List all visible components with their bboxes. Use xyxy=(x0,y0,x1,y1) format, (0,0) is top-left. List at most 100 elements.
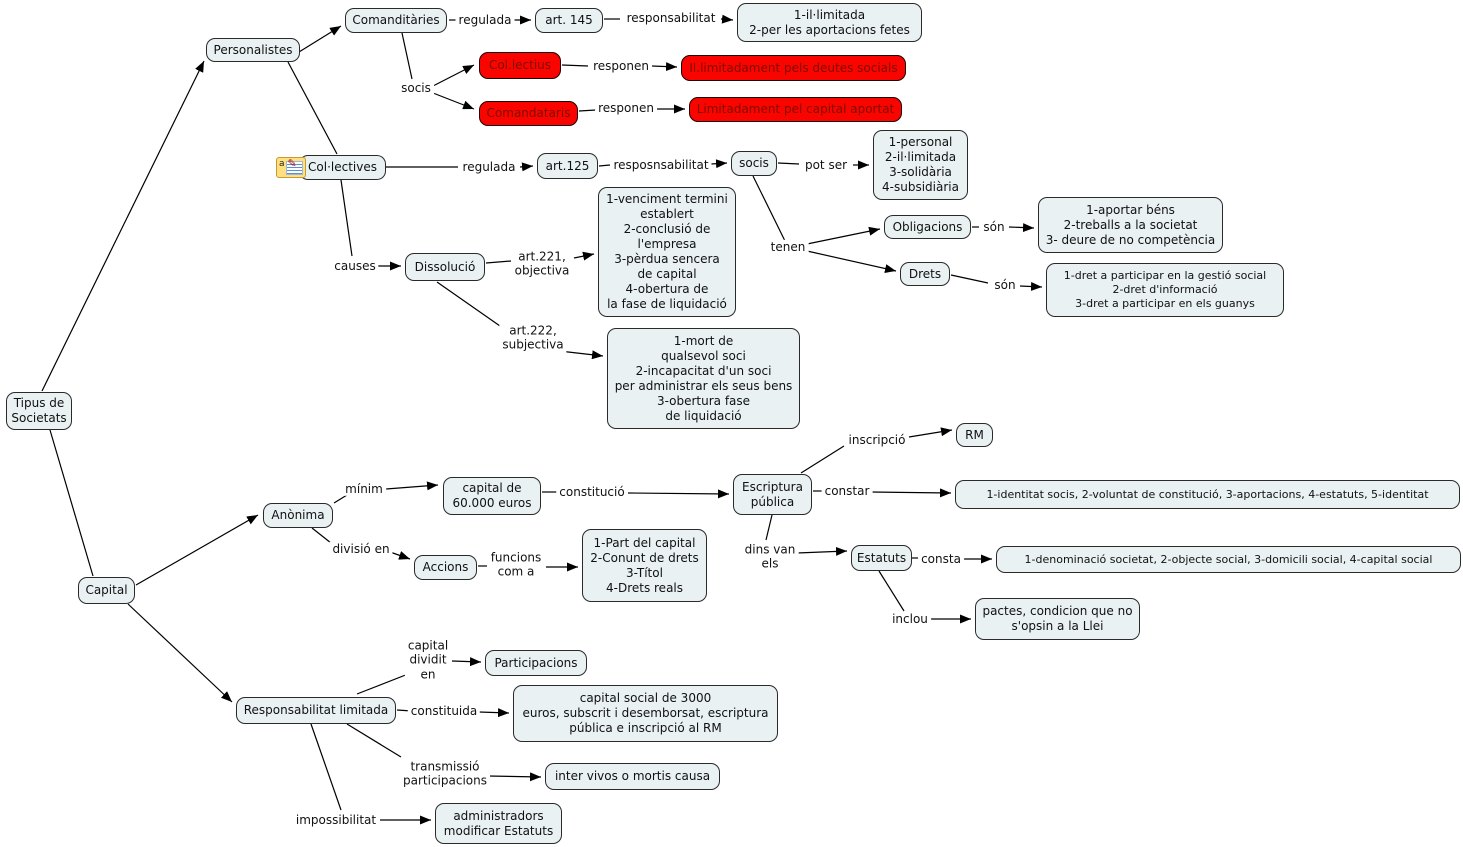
edge-line xyxy=(432,92,475,110)
edge-line xyxy=(298,25,342,53)
link-label-causes[interactable]: causes xyxy=(331,258,379,274)
node-comandataris[interactable]: Comandataris xyxy=(479,101,578,126)
edge-line xyxy=(346,723,402,758)
node-rm[interactable]: RM xyxy=(956,423,993,447)
node-anonima[interactable]: Anònima xyxy=(263,503,333,528)
link-label-responen-1[interactable]: responen xyxy=(590,58,652,74)
edge-line xyxy=(578,109,597,112)
link-label-tenen[interactable]: tenen xyxy=(767,239,809,255)
note-page-icon: ✎ xyxy=(285,157,303,175)
edge-line xyxy=(340,179,353,257)
edge-line xyxy=(127,603,233,703)
edge-line xyxy=(485,260,512,264)
node-responsabilitat-llista[interactable]: 1-il·limitada 2-per les aportacions fete… xyxy=(737,3,922,42)
edge-line xyxy=(478,708,510,718)
edge-line xyxy=(651,62,678,72)
edge-line xyxy=(950,274,989,284)
edge-line xyxy=(561,64,589,67)
link-label-pot-ser[interactable]: pot ser xyxy=(801,157,851,173)
edge-line xyxy=(806,250,897,273)
node-collectives[interactable]: Col·lectives xyxy=(299,155,386,180)
link-label-son-2[interactable]: són xyxy=(991,277,1019,293)
node-obligacions-llista[interactable]: 1-aportar béns 2-treballs a la societat … xyxy=(1038,197,1223,253)
link-label-transmissio-participacions[interactable]: transmissió participacions xyxy=(400,759,490,789)
node-art221-llista[interactable]: 1-venciment termini establert 2-conclusi… xyxy=(598,187,736,317)
edge-line xyxy=(710,159,728,169)
link-label-responsabilitat[interactable]: responsabilitat xyxy=(623,10,719,26)
edge-line xyxy=(401,32,413,80)
link-label-art222-subjectiva[interactable]: art.222, subjectiva xyxy=(499,323,567,353)
node-participacions[interactable]: Participacions xyxy=(485,650,587,676)
node-escriptura-publica[interactable]: Escriptura pública xyxy=(733,474,812,515)
link-label-divisio-en[interactable]: divisió en xyxy=(329,541,393,557)
node-drets[interactable]: Drets xyxy=(900,262,950,286)
annotation-letter: a xyxy=(279,159,285,169)
edge-line xyxy=(598,164,611,167)
node-collectius[interactable]: Col.lectius xyxy=(479,52,561,79)
node-capital-60000[interactable]: capital de 60.000 euros xyxy=(443,477,541,515)
node-estatuts[interactable]: Estatuts xyxy=(851,545,912,571)
edge-line xyxy=(436,281,501,327)
node-constituida-llista[interactable]: capital social de 3000 euros, subscrit i… xyxy=(513,685,778,742)
node-drets-llista[interactable]: 1-dret a participar en la gestió social … xyxy=(1046,263,1284,317)
node-tipus-de-societats[interactable]: Tipus de Societats xyxy=(6,392,72,430)
link-label-regulada-1[interactable]: regulada xyxy=(455,12,515,28)
node-art-125[interactable]: art.125 xyxy=(537,153,598,179)
edge-line xyxy=(487,772,542,782)
node-personalistes[interactable]: Personalistes xyxy=(206,38,300,62)
annotation-icon[interactable]: a ✎ xyxy=(276,157,306,178)
edge-line xyxy=(389,551,411,560)
node-art222-llista[interactable]: 1-mort de qualsevol soci 2-incapacitat d… xyxy=(607,328,800,429)
edge-line xyxy=(519,162,534,172)
link-label-minim[interactable]: mínim xyxy=(342,481,386,497)
node-obligacions[interactable]: Obligacions xyxy=(884,215,971,239)
edge-line xyxy=(806,226,881,245)
link-label-constituida[interactable]: constituida xyxy=(407,703,481,719)
link-label-regulada-2[interactable]: regulada xyxy=(459,159,519,175)
link-label-inclou[interactable]: inclou xyxy=(889,611,931,627)
node-capital[interactable]: Capital xyxy=(78,577,135,604)
node-constar-llista[interactable]: 1-identitat socis, 2-voluntat de constit… xyxy=(955,480,1460,509)
node-funcions-llista[interactable]: 1-Part del capital 2-Conunt de drets 3-T… xyxy=(582,529,707,602)
node-responsabilitat-limitada[interactable]: Responsabilitat limitada xyxy=(236,697,396,724)
link-label-inscripcio[interactable]: inscripció xyxy=(845,432,909,448)
link-label-impossibilitat[interactable]: impossibilitat xyxy=(292,812,380,828)
node-limitadament-capital[interactable]: Limitadament pel capital aportat xyxy=(689,97,902,122)
link-label-art221-objectiva[interactable]: art.221, objectiva xyxy=(511,249,573,279)
edge-line xyxy=(310,723,342,811)
edge-line xyxy=(49,429,94,577)
link-label-capital-dividit-en[interactable]: capital dividit en xyxy=(404,638,452,682)
node-socis[interactable]: socis xyxy=(731,151,777,176)
link-label-resposnsabilitat[interactable]: resposnsabilitat xyxy=(610,157,712,173)
link-label-socis[interactable]: socis xyxy=(398,80,434,96)
link-label-responen-2[interactable]: responen xyxy=(595,100,657,116)
edge-line xyxy=(432,64,475,87)
node-illimitadament-deutes[interactable]: Il.limitadament pels deutes socials xyxy=(681,55,906,81)
edge-line xyxy=(41,60,205,392)
edge-line xyxy=(777,162,800,165)
link-label-funcions-com-a[interactable]: funcions com a xyxy=(487,550,545,580)
node-dissolucio[interactable]: Dissolució xyxy=(405,253,485,281)
node-comanditaries[interactable]: Comanditàries xyxy=(345,8,447,33)
node-inter-vivos[interactable]: inter vivos o mortis causa xyxy=(545,763,720,790)
link-label-constitucio[interactable]: constitució xyxy=(556,484,628,500)
node-pactes[interactable]: pactes, condicion que no s'opsin a la Ll… xyxy=(975,598,1140,640)
link-label-consta[interactable]: consta xyxy=(918,551,964,567)
node-pot-ser-llista[interactable]: 1-personal 2-il·limitada 3-solidària 4-s… xyxy=(873,130,968,200)
edge-line xyxy=(878,570,905,612)
link-label-son-1[interactable]: són xyxy=(980,219,1008,235)
node-consta-llista[interactable]: 1-denominació societat, 2-objecte social… xyxy=(996,546,1461,573)
node-accions[interactable]: Accions xyxy=(414,555,477,580)
pencil-icon: ✎ xyxy=(287,156,297,170)
link-label-dins-van-els[interactable]: dins van els xyxy=(741,542,799,572)
node-art-145[interactable]: art. 145 xyxy=(535,8,603,33)
link-label-constar[interactable]: constar xyxy=(821,483,873,499)
node-administradors[interactable]: administradors modificar Estatuts xyxy=(435,803,562,844)
edge-line xyxy=(333,494,348,504)
edge-line xyxy=(800,445,845,474)
edge-line xyxy=(627,489,730,499)
edge-line xyxy=(573,251,595,261)
edge-line xyxy=(287,61,338,155)
